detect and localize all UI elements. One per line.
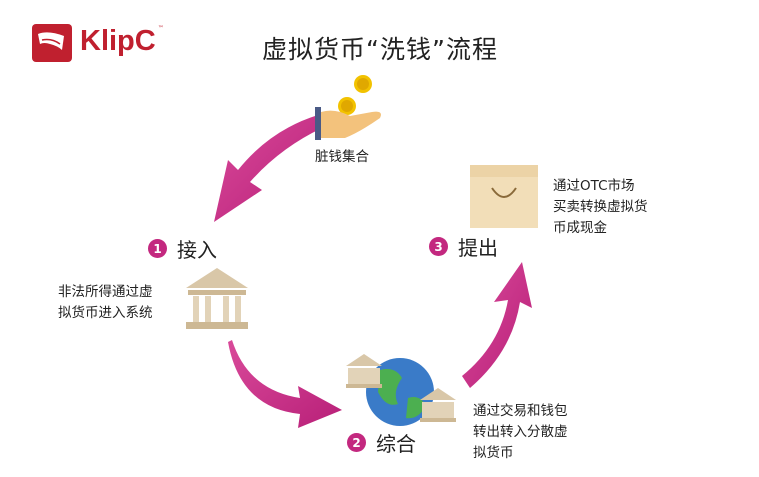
- hand-coins-icon: [315, 75, 381, 140]
- step-1: 1 接入: [148, 234, 217, 263]
- step-2-description: 通过交易和钱包 转出转入分散虚 拟货币: [473, 403, 568, 461]
- step-label: 接入: [177, 238, 217, 262]
- arrow-step2-to-step3: [462, 262, 532, 388]
- step-1-description: 非法所得通过虚 拟货币进入系统: [58, 284, 153, 321]
- top-label: 脏钱集合: [315, 149, 369, 165]
- arrow-step1-to-step2: [228, 340, 342, 428]
- step-label: 综合: [376, 432, 416, 456]
- klipc-logo-icon: [32, 24, 72, 62]
- logo-trademark: ™: [157, 25, 164, 32]
- logo-text: KlipC: [80, 25, 156, 57]
- step-label: 提出: [458, 236, 498, 260]
- step-number-badge: 3: [429, 237, 448, 256]
- step-number-badge: 2: [347, 433, 366, 452]
- step-2: 2 综合: [347, 428, 416, 457]
- globe-bank-icon: [346, 354, 456, 426]
- step-3-description: 通过OTC市场 买卖转换虚拟货 币成现金: [553, 178, 648, 236]
- box-icon: [470, 165, 538, 228]
- step-number-badge: 1: [148, 239, 167, 258]
- logo: KlipC ™: [80, 24, 164, 58]
- step-3: 3 提出: [429, 232, 498, 261]
- bank-icon: [186, 268, 248, 329]
- arrow-top-to-step1: [214, 115, 322, 222]
- page-title: 虚拟货币“洗钱”流程: [262, 35, 498, 64]
